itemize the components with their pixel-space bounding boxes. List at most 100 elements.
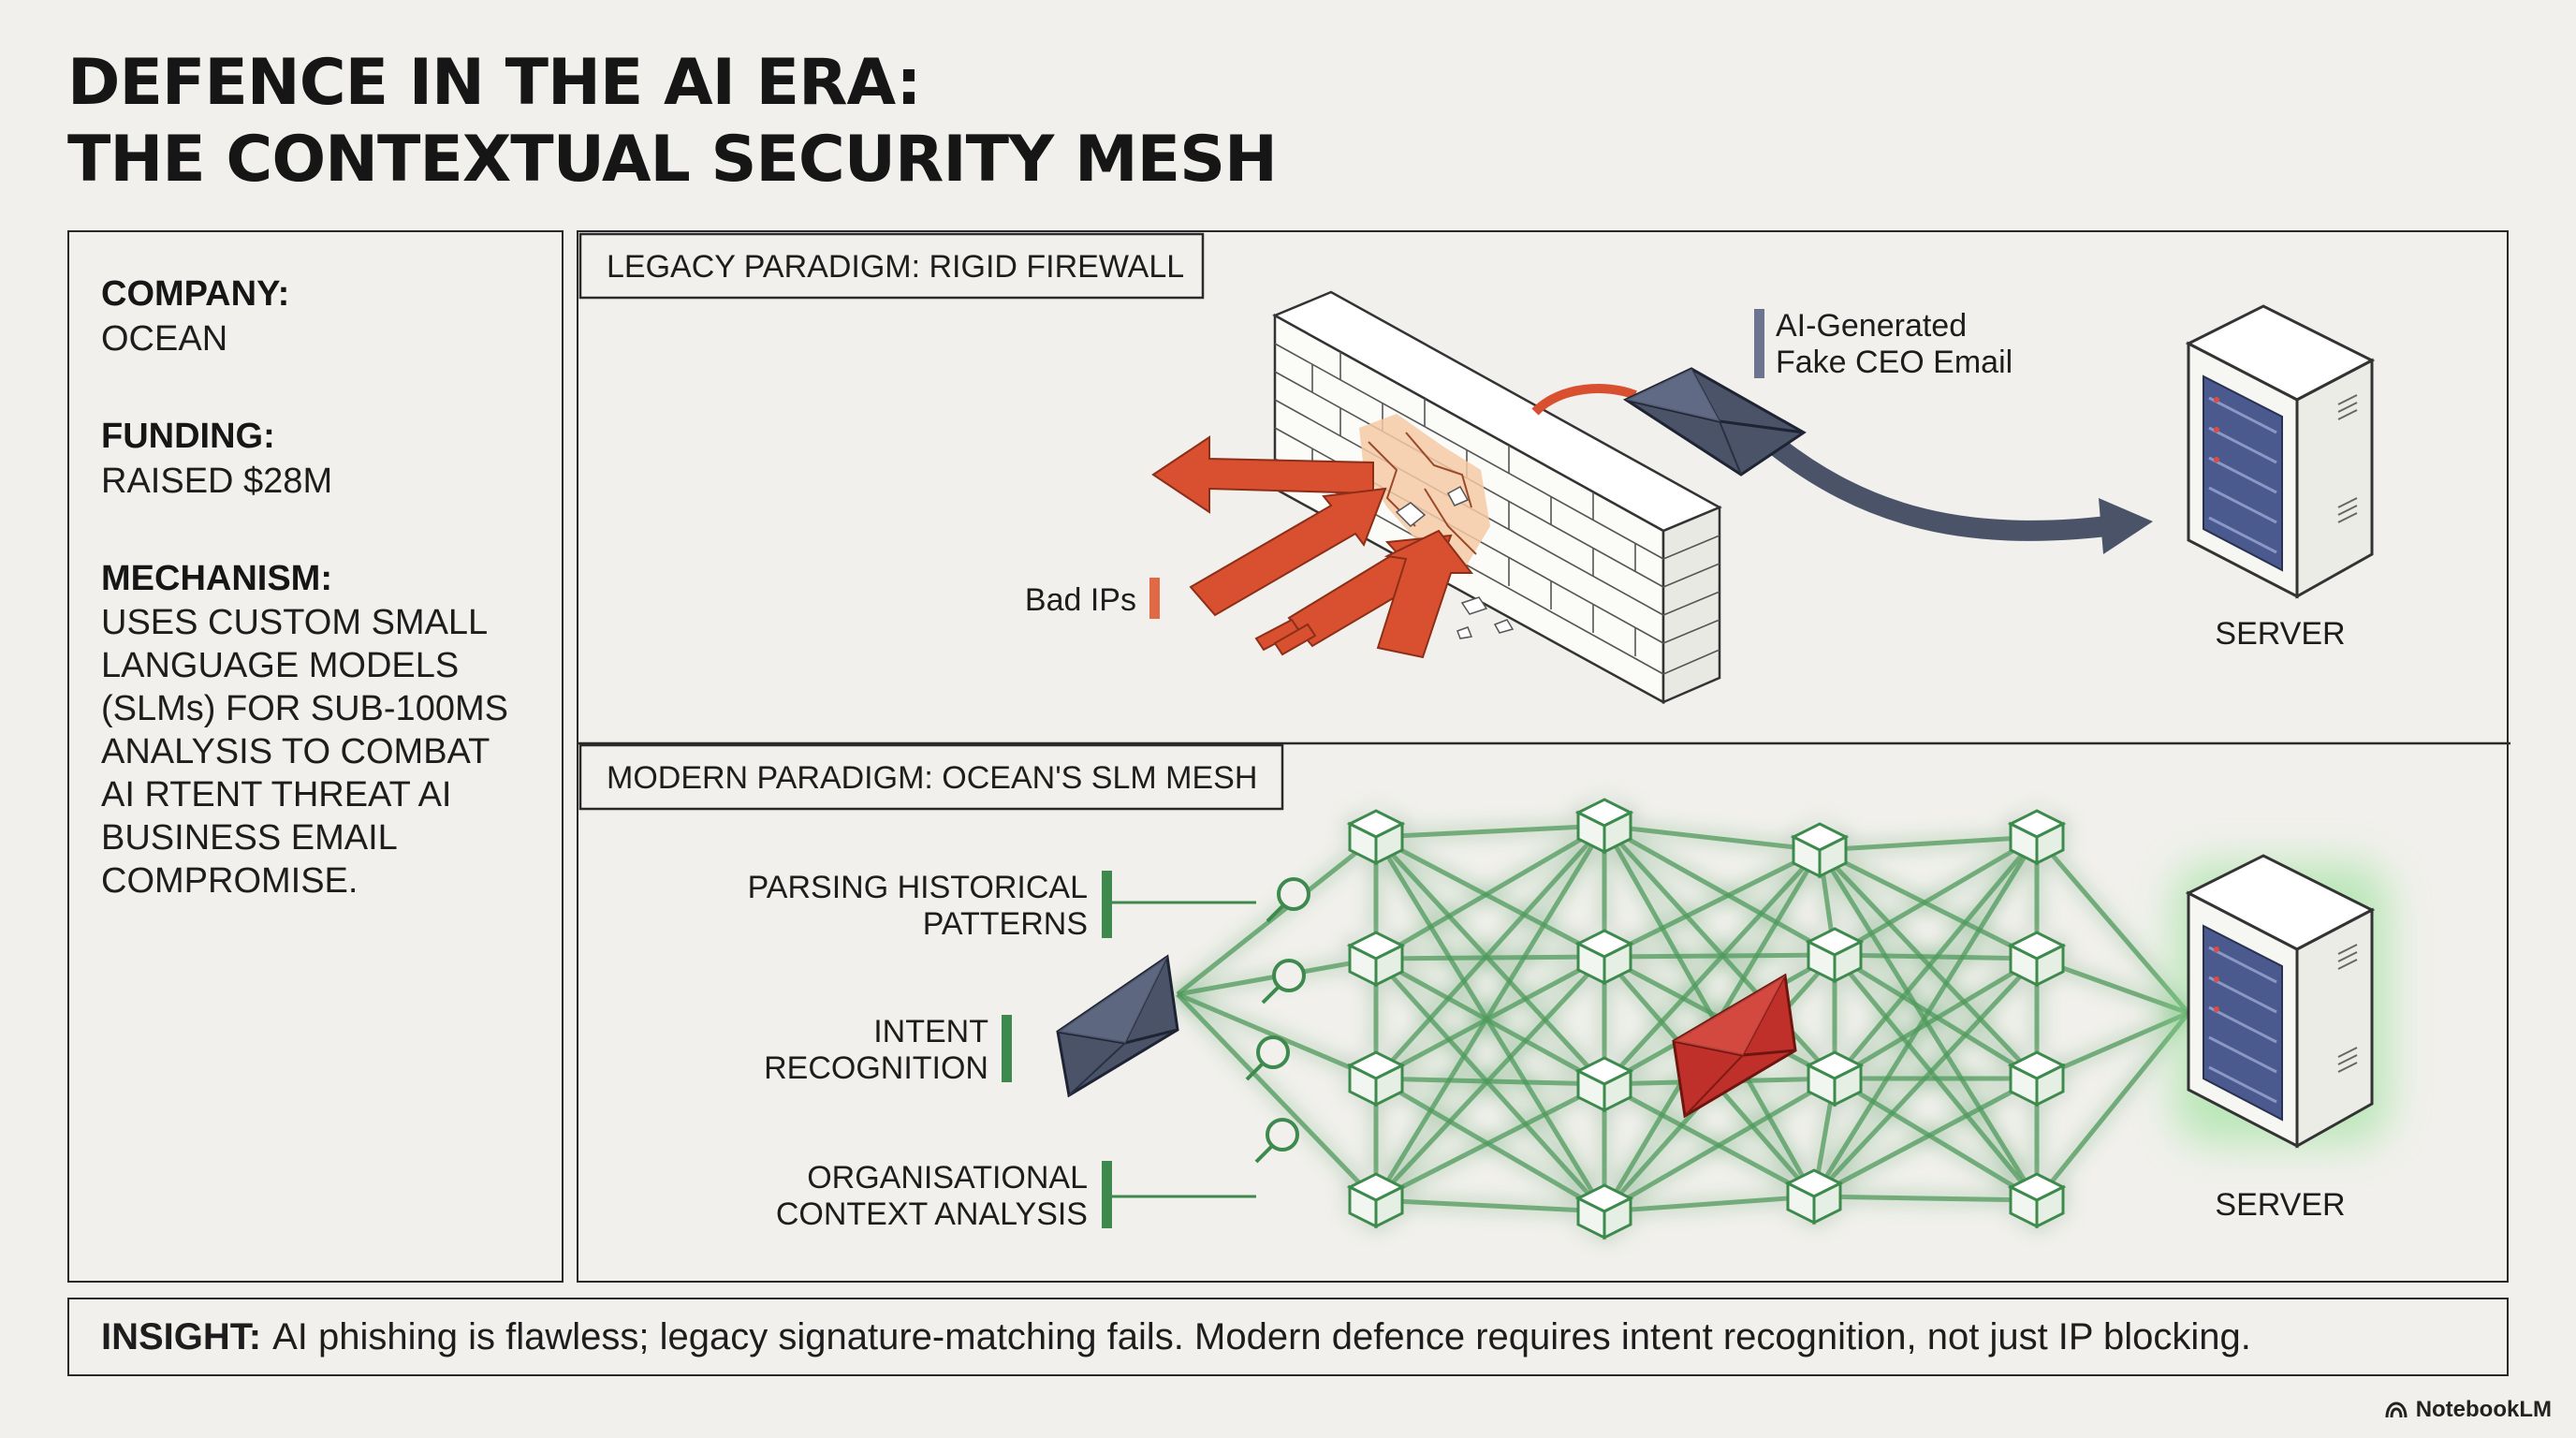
mesh-node-icon: [1805, 927, 1865, 984]
svg-text:CONTEXT ANALYSIS: CONTEXT ANALYSIS: [776, 1196, 1088, 1232]
svg-text:Fake CEO Email: Fake CEO Email: [1776, 345, 2012, 380]
mechanism-line: (SLMs) FOR SUB-100MS: [101, 689, 508, 728]
mesh-node-face: [1374, 1063, 1404, 1108]
bypass-arrow-start: [1531, 384, 1637, 416]
bypass-arrow-head: [2099, 498, 2153, 554]
insight-bar: INSIGHT: AI phishing is flawless; legacy…: [67, 1298, 2509, 1376]
funding-field: FUNDING: RAISED $28M: [101, 414, 530, 504]
mesh-node-face: [2035, 943, 2065, 988]
paradigm-diagram-panel: LEGACY PARADIGM: RIGID FIREWALL: [577, 230, 2510, 1283]
mesh-node-icon: [1784, 1168, 1844, 1225]
watermark-text: NotebookLM: [2415, 1397, 2552, 1422]
mesh-edge: [1176, 835, 1378, 996]
mesh-node-icon: [1574, 1056, 1634, 1113]
mesh-node-face: [1833, 1063, 1863, 1108]
mesh-node-icon: [1790, 822, 1850, 879]
mesh-node-face: [1374, 1184, 1404, 1229]
fake-email-label: AI-Generated Fake CEO Email: [1754, 308, 2012, 380]
mesh-edge: [1833, 835, 2039, 1080]
mesh-edge: [1812, 957, 2039, 1198]
bad-ip-arrows: [1151, 435, 1474, 659]
mesh-edge: [1603, 823, 1837, 958]
insight-text: AI phishing is flawless; legacy signatur…: [272, 1315, 2251, 1357]
mesh-node-icon: [1574, 929, 1634, 986]
mesh-edge: [1374, 824, 1606, 1080]
mesh-edge: [1603, 1081, 1816, 1199]
modern-server-label: SERVER: [2215, 1187, 2345, 1223]
legacy-server-label: SERVER: [2215, 616, 2345, 652]
svg-text:Bad IPs: Bad IPs: [1025, 582, 1136, 618]
mesh-node-face: [2035, 1063, 2065, 1108]
mesh-node-face: [1374, 943, 1404, 988]
mesh-edge: [1819, 834, 2038, 853]
mesh-edge: [1813, 1194, 2038, 1203]
title-line-1: DEFENCE IN THE AI ERA:: [67, 46, 922, 120]
mesh-node-face: [1603, 1196, 1632, 1240]
mechanism-field: MECHANISM: USES CUSTOM SMALL LANGUAGE MO…: [101, 556, 530, 902]
mesh-node-face: [1818, 834, 1848, 879]
mesh-node-face: [1603, 1068, 1632, 1113]
svg-text:AI-Generated: AI-Generated: [1776, 308, 1967, 344]
mechanism-line: ANALYSIS TO COMBAT: [101, 732, 490, 771]
mesh-edge: [1374, 955, 1606, 1202]
mesh-edge: [1603, 847, 1822, 960]
mesh-node-icon: [1805, 1050, 1865, 1108]
mesh-edge: [1374, 1081, 1606, 1203]
mesh-edge: [1375, 823, 1605, 840]
svg-text:INTENT: INTENT: [873, 1014, 988, 1049]
mesh-node-face: [1812, 1181, 1842, 1225]
watermark: NotebookLM: [2384, 1397, 2552, 1423]
mesh-edge: [1374, 957, 1606, 1213]
envelope-icon: [1622, 367, 1807, 477]
modern-header-text: MODERN PARADIGM: OCEAN'S SLM MESH: [607, 760, 1257, 796]
mechanism-line: LANGUAGE MODELS: [101, 646, 460, 685]
mesh-node-face: [2035, 1184, 2065, 1229]
mechanism-text: USES CUSTOM SMALL LANGUAGE MODELS (SLMs)…: [101, 601, 530, 902]
mesh-node-icon: [2007, 1172, 2067, 1229]
page-title: DEFENCE IN THE AI ERA: THE CONTEXTUAL SE…: [67, 45, 1278, 198]
mesh-edge: [1833, 956, 2039, 1081]
title-line-2: THE CONTEXTUAL SECURITY MESH: [67, 123, 1278, 197]
mesh-node-icon: [1574, 1183, 1634, 1240]
mesh-edge: [1373, 835, 1607, 1213]
mesh-edges: [1176, 823, 2190, 1214]
mesh-edge: [1374, 1076, 1606, 1214]
mesh-node-face: [1374, 821, 1404, 866]
mechanism-line: AI RTENT THREAT AI: [101, 775, 452, 814]
modern-header: MODERN PARADIGM: OCEAN'S SLM MESH: [578, 743, 1284, 811]
paradigm-diagram: LEGACY PARADIGM: RIGID FIREWALL: [578, 232, 2510, 1240]
mechanism-line: COMPROMISE.: [101, 861, 359, 901]
mesh-edge: [1812, 1076, 2039, 1199]
mesh-node-icon: [2007, 931, 2067, 988]
company-value: OCEAN: [101, 319, 228, 359]
company-field: COMPANY: OCEAN: [101, 271, 530, 361]
funding-value: RAISED $28M: [101, 462, 333, 501]
mesh-node-icon: [1574, 798, 1634, 855]
mesh-edge: [2035, 1011, 2190, 1202]
mesh-edge: [1811, 835, 2040, 1198]
company-info-panel: COMPANY: OCEAN FUNDING: RAISED $28M MECH…: [67, 230, 564, 1283]
company-label: COMPANY:: [101, 274, 290, 314]
mesh-node-icon: [1346, 931, 1406, 988]
protected-server-icon: [2185, 854, 2376, 1149]
incoming-envelope-icon: [1056, 954, 1179, 1098]
mesh-edge: [1818, 847, 2039, 961]
mesh-edge: [1374, 835, 1606, 1086]
bad-ips-label: Bad IPs: [1025, 578, 1160, 619]
mesh-edge: [1374, 823, 1606, 961]
mesh-node-icon: [1346, 809, 1406, 866]
parsing-patterns-label: PARSING HISTORICAL PATTERNS: [748, 870, 1256, 942]
mesh-edge: [1374, 956, 1606, 1087]
mesh-node-face: [1833, 939, 1863, 984]
mesh-node-icon: [2007, 1050, 2067, 1108]
mechanism-line: BUSINESS EMAIL: [101, 818, 398, 858]
mechanism-label: MECHANISM:: [101, 559, 332, 598]
svg-text:ORGANISATIONAL: ORGANISATIONAL: [807, 1160, 1088, 1196]
mesh-edge: [1374, 834, 1606, 960]
mesh-edge: [1603, 824, 1837, 1080]
mesh-node-face: [1603, 941, 1632, 986]
mesh-edge: [1373, 824, 1607, 1202]
svg-text:PARSING HISTORICAL: PARSING HISTORICAL: [748, 870, 1088, 905]
mechanism-line: USES CUSTOM SMALL: [101, 603, 489, 642]
mesh-nodes: [1346, 798, 2067, 1240]
